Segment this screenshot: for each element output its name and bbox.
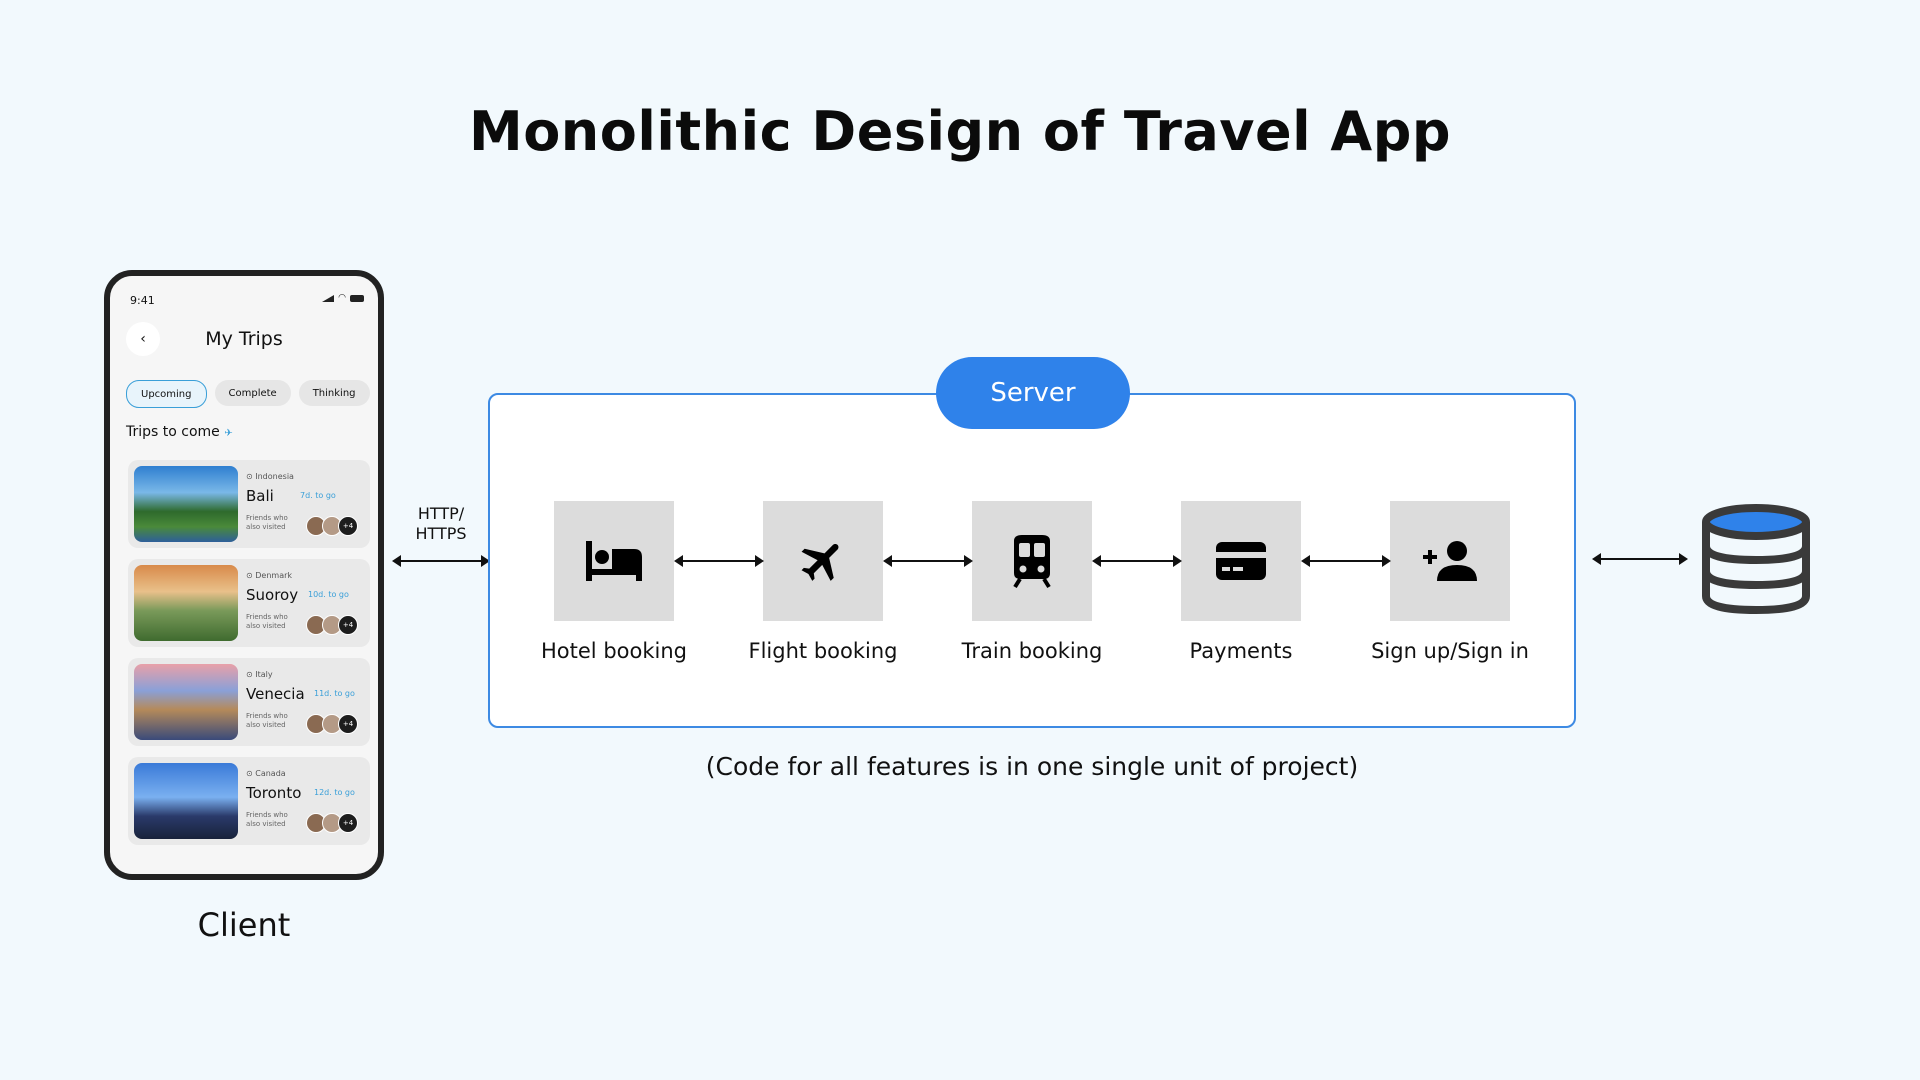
feature-arrow — [674, 555, 764, 567]
client-label: Client — [197, 906, 291, 944]
feature-box — [1181, 501, 1301, 621]
trip-card[interactable]: ⊙ Indonesia Bali 7d. to go Friends who a… — [128, 460, 370, 548]
wifi-icon: ◠ — [338, 293, 346, 303]
trip-city: Bali — [246, 487, 274, 505]
tab-upcoming[interactable]: Upcoming — [126, 380, 207, 408]
trip-photo — [134, 763, 238, 839]
trip-days: 12d. to go — [314, 788, 355, 797]
trip-city: Suoroy — [246, 586, 299, 604]
tab-thinking[interactable]: Thinking — [298, 380, 370, 406]
feature-train-booking: Train booking — [932, 501, 1132, 663]
server-label: Server — [936, 357, 1130, 429]
trip-list: ⊙ Indonesia Bali 7d. to go Friends who a… — [128, 460, 370, 856]
trip-country: ⊙ Italy — [246, 670, 273, 679]
tab-complete[interactable]: Complete — [214, 380, 291, 406]
back-button[interactable]: ‹ — [126, 322, 160, 356]
feature-arrow — [1092, 555, 1182, 567]
trip-friends: Friends who also visited — [246, 514, 288, 531]
feature-box — [972, 501, 1092, 621]
trip-card[interactable]: ⊙ Canada Toronto 12d. to go Friends who … — [128, 757, 370, 845]
trip-country-text: Indonesia — [255, 472, 294, 481]
feature-label: Sign up/Sign in — [1371, 639, 1529, 663]
feature-label: Flight booking — [748, 639, 898, 663]
trip-card[interactable]: ⊙ Italy Venecia 11d. to go Friends who a… — [128, 658, 370, 746]
diagram-title: Monolithic Design of Travel App — [468, 100, 1452, 163]
feature-label: Train booking — [961, 639, 1103, 663]
trip-country: ⊙ Canada — [246, 769, 286, 778]
trip-country: ⊙ Denmark — [246, 571, 292, 580]
avatar-group: +4 — [306, 516, 358, 536]
server-note: (Code for all features is in one single … — [705, 752, 1359, 781]
signal-icon — [322, 295, 335, 302]
trip-photo — [134, 466, 238, 542]
section-title-text: Trips to come — [126, 424, 220, 440]
feature-label: Hotel booking — [541, 639, 687, 663]
status-icons: ◠ — [322, 294, 364, 303]
avatar-group: +4 — [306, 615, 358, 635]
trip-days: 10d. to go — [308, 590, 349, 599]
credit-card-icon — [1216, 542, 1266, 580]
trip-days: 11d. to go — [314, 689, 355, 698]
client-phone: 9:41 ◠ ‹ My Trips Upcoming Complete Thin… — [104, 270, 384, 880]
server-database-arrow — [1592, 553, 1688, 565]
trip-city: Venecia — [246, 685, 305, 703]
trip-city: Toronto — [246, 784, 302, 802]
trip-friends: Friends who also visited — [246, 613, 288, 630]
bed-icon — [586, 541, 642, 581]
feature-box — [554, 501, 674, 621]
feature-sign-up-sign-in: Sign up/Sign in — [1350, 501, 1550, 663]
trip-country-text: Canada — [255, 769, 286, 778]
trip-country-text: Denmark — [255, 571, 293, 580]
avatar-group: +4 — [306, 813, 358, 833]
trip-friends: Friends who also visited — [246, 712, 288, 729]
feature-payments: Payments — [1141, 501, 1341, 663]
avatar-more: +4 — [338, 615, 358, 635]
http-label: HTTP/ HTTPS — [415, 504, 467, 543]
train-icon — [1013, 535, 1051, 589]
avatar-more: +4 — [338, 516, 358, 536]
location-pin-icon: ⊙ — [246, 769, 253, 778]
feature-arrow — [1301, 555, 1391, 567]
feature-flight-booking: Flight booking — [723, 501, 923, 663]
screen-title: My Trips — [205, 328, 283, 350]
feature-box — [1390, 501, 1510, 621]
feature-hotel-booking: Hotel booking — [514, 501, 714, 663]
airplane-icon: ✈ — [224, 428, 233, 439]
avatar-more: +4 — [338, 714, 358, 734]
section-title: Trips to come ✈ — [126, 424, 233, 440]
avatar-more: +4 — [338, 813, 358, 833]
avatar-group: +4 — [306, 714, 358, 734]
trip-tabs: Upcoming Complete Thinking — [126, 380, 370, 408]
trip-photo — [134, 664, 238, 740]
trip-friends: Friends who also visited — [246, 811, 288, 828]
battery-icon — [350, 295, 364, 302]
trip-country: ⊙ Indonesia — [246, 472, 294, 481]
location-pin-icon: ⊙ — [246, 571, 253, 580]
airplane-icon — [801, 543, 839, 581]
trip-card[interactable]: ⊙ Denmark Suoroy 10d. to go Friends who … — [128, 559, 370, 647]
status-time: 9:41 — [130, 294, 155, 307]
feature-arrow — [883, 555, 973, 567]
location-pin-icon: ⊙ — [246, 472, 253, 481]
feature-box — [763, 501, 883, 621]
feature-label: Payments — [1189, 639, 1293, 663]
trip-country-text: Italy — [255, 670, 273, 679]
add-user-icon — [1423, 541, 1477, 581]
trip-days: 7d. to go — [300, 491, 336, 500]
location-pin-icon: ⊙ — [246, 670, 253, 679]
chevron-left-icon: ‹ — [140, 331, 146, 347]
trip-photo — [134, 565, 238, 641]
client-server-arrow — [392, 555, 490, 567]
database-icon — [1702, 504, 1810, 615]
